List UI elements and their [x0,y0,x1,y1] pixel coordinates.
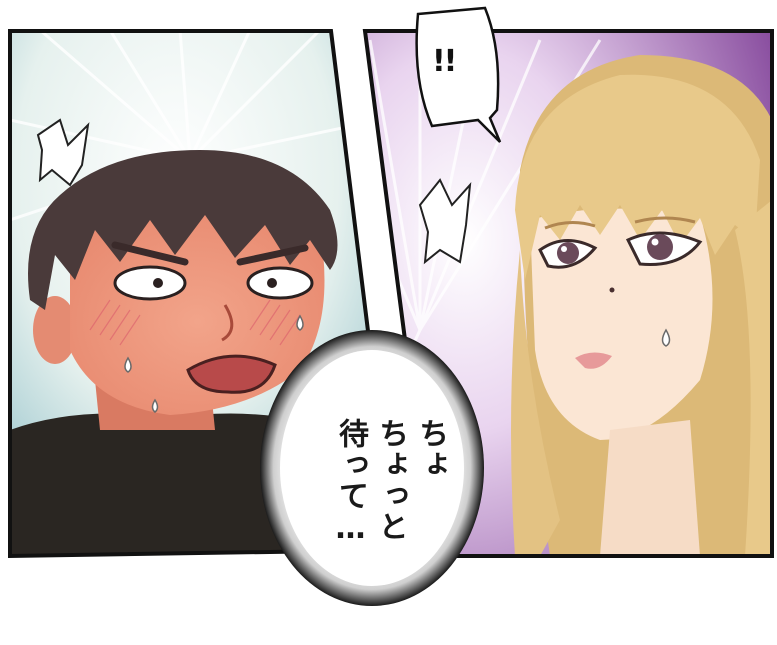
woman-bangs [515,74,760,280]
man-hair [28,150,338,310]
man-mouth [186,354,277,394]
shock-mark-left [36,118,90,187]
man-eyes [113,265,314,301]
speech-line-1: ちょ [413,418,448,480]
speech-bubble [260,330,484,606]
speed-lines-right [365,39,602,451]
speech-bubble-text: ちょ ちょっと 待って… [330,418,450,547]
shout-text: !! [432,44,457,79]
speech-line-3: 待って… [333,418,368,547]
speech-line-2: ちょっと [373,418,408,542]
woman-eyes [538,231,703,269]
shock-mark-right [418,178,472,265]
woman-lips [575,352,612,369]
woman-face [530,208,713,440]
shout-bubble [415,6,502,143]
